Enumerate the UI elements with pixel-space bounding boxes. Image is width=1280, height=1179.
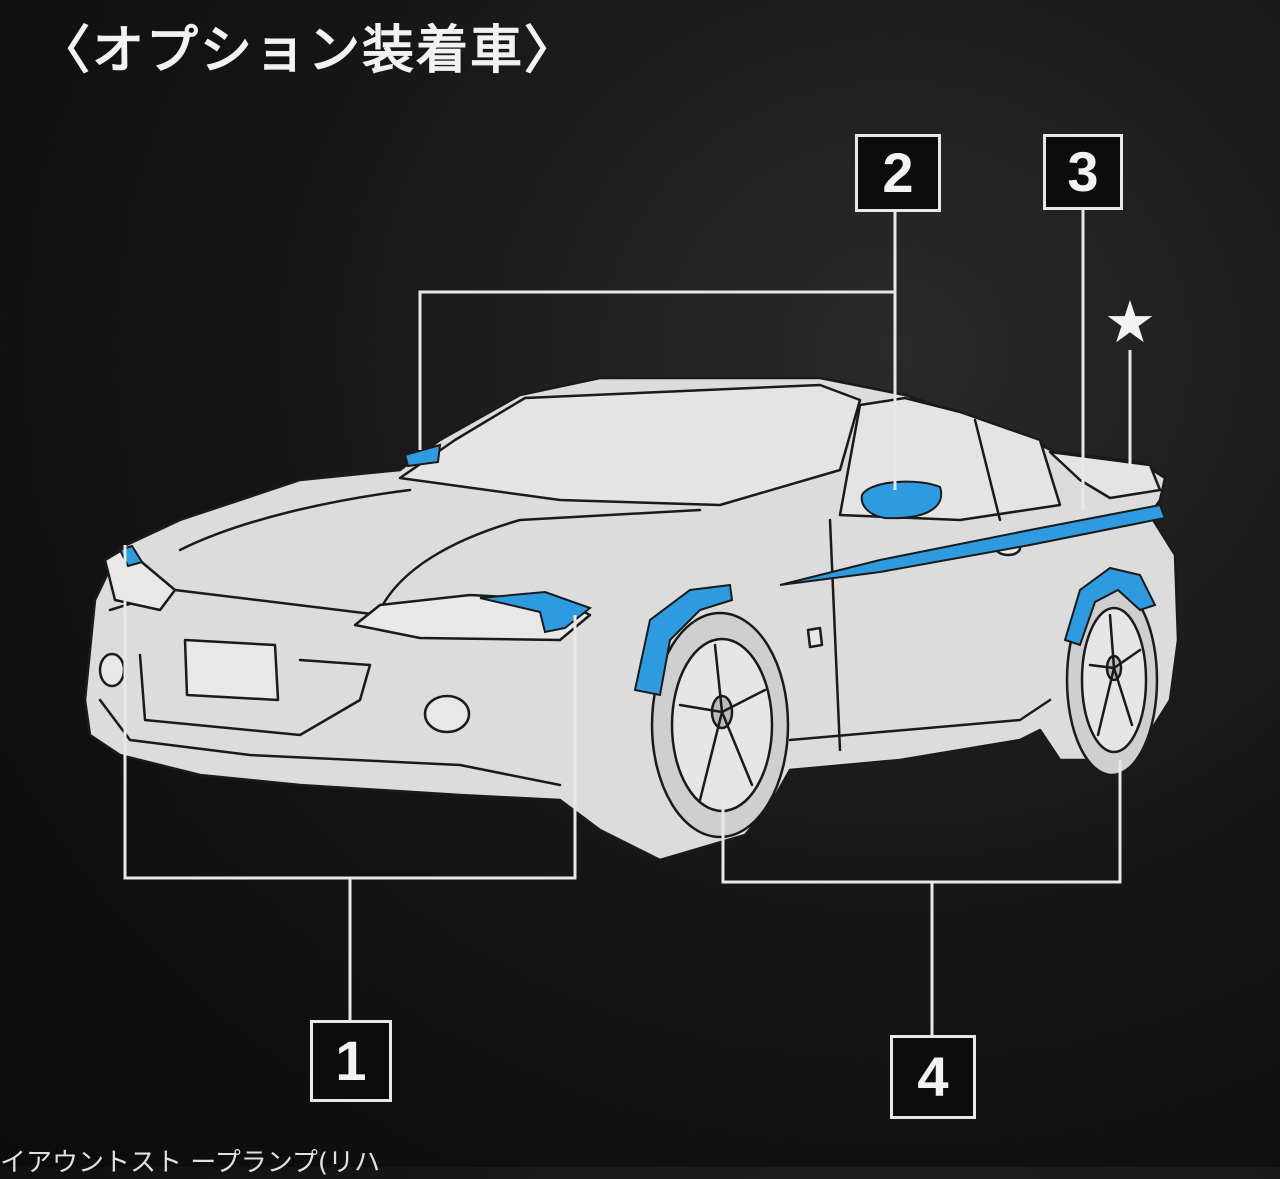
callout-2-label: 2 [882,141,914,204]
callout-1: 1 [310,1020,392,1102]
leader-lines [123,210,1132,1035]
front-fender-flare [633,583,734,697]
car-body [83,376,1180,862]
side-stripe [779,503,1167,586]
side-marker [806,626,824,649]
leader-line-4 [721,760,1122,1035]
windshield [398,383,862,507]
left-fog-lamp [98,652,126,688]
rear-spoiler [1048,450,1162,500]
door-line [828,518,842,752]
license-plate [183,638,280,702]
leader-line-1 [123,545,577,1020]
star-icon: ★ [1104,288,1156,356]
callout-4-label: 4 [917,1045,949,1108]
callout-2: 2 [855,134,941,212]
rear-spokes [1088,613,1142,737]
front-lower-bumper [98,698,562,787]
door-mirror [860,480,943,520]
callout-3-label: 3 [1067,140,1099,203]
callout-1-label: 1 [335,1029,367,1092]
hood-line [178,488,412,552]
footer-text: イアウントスト ープランプ(リハ [0,1148,381,1178]
hood-line-2 [378,508,702,612]
page-title: 〈オプション装着車〉 [38,21,579,81]
rear-fender-flare [1063,566,1157,647]
callout-3: 3 [1043,134,1123,210]
mirror-left [403,443,442,468]
grille-opening [138,653,372,737]
b-pillar [973,418,1002,522]
side-skirt [788,698,1052,742]
option-parts [118,443,1167,697]
front-spokes [678,643,767,802]
front-side-lamp-right [479,590,593,634]
leader-line-2 [418,212,897,490]
right-fog-lamp [423,694,471,734]
callout-4: 4 [890,1035,976,1119]
